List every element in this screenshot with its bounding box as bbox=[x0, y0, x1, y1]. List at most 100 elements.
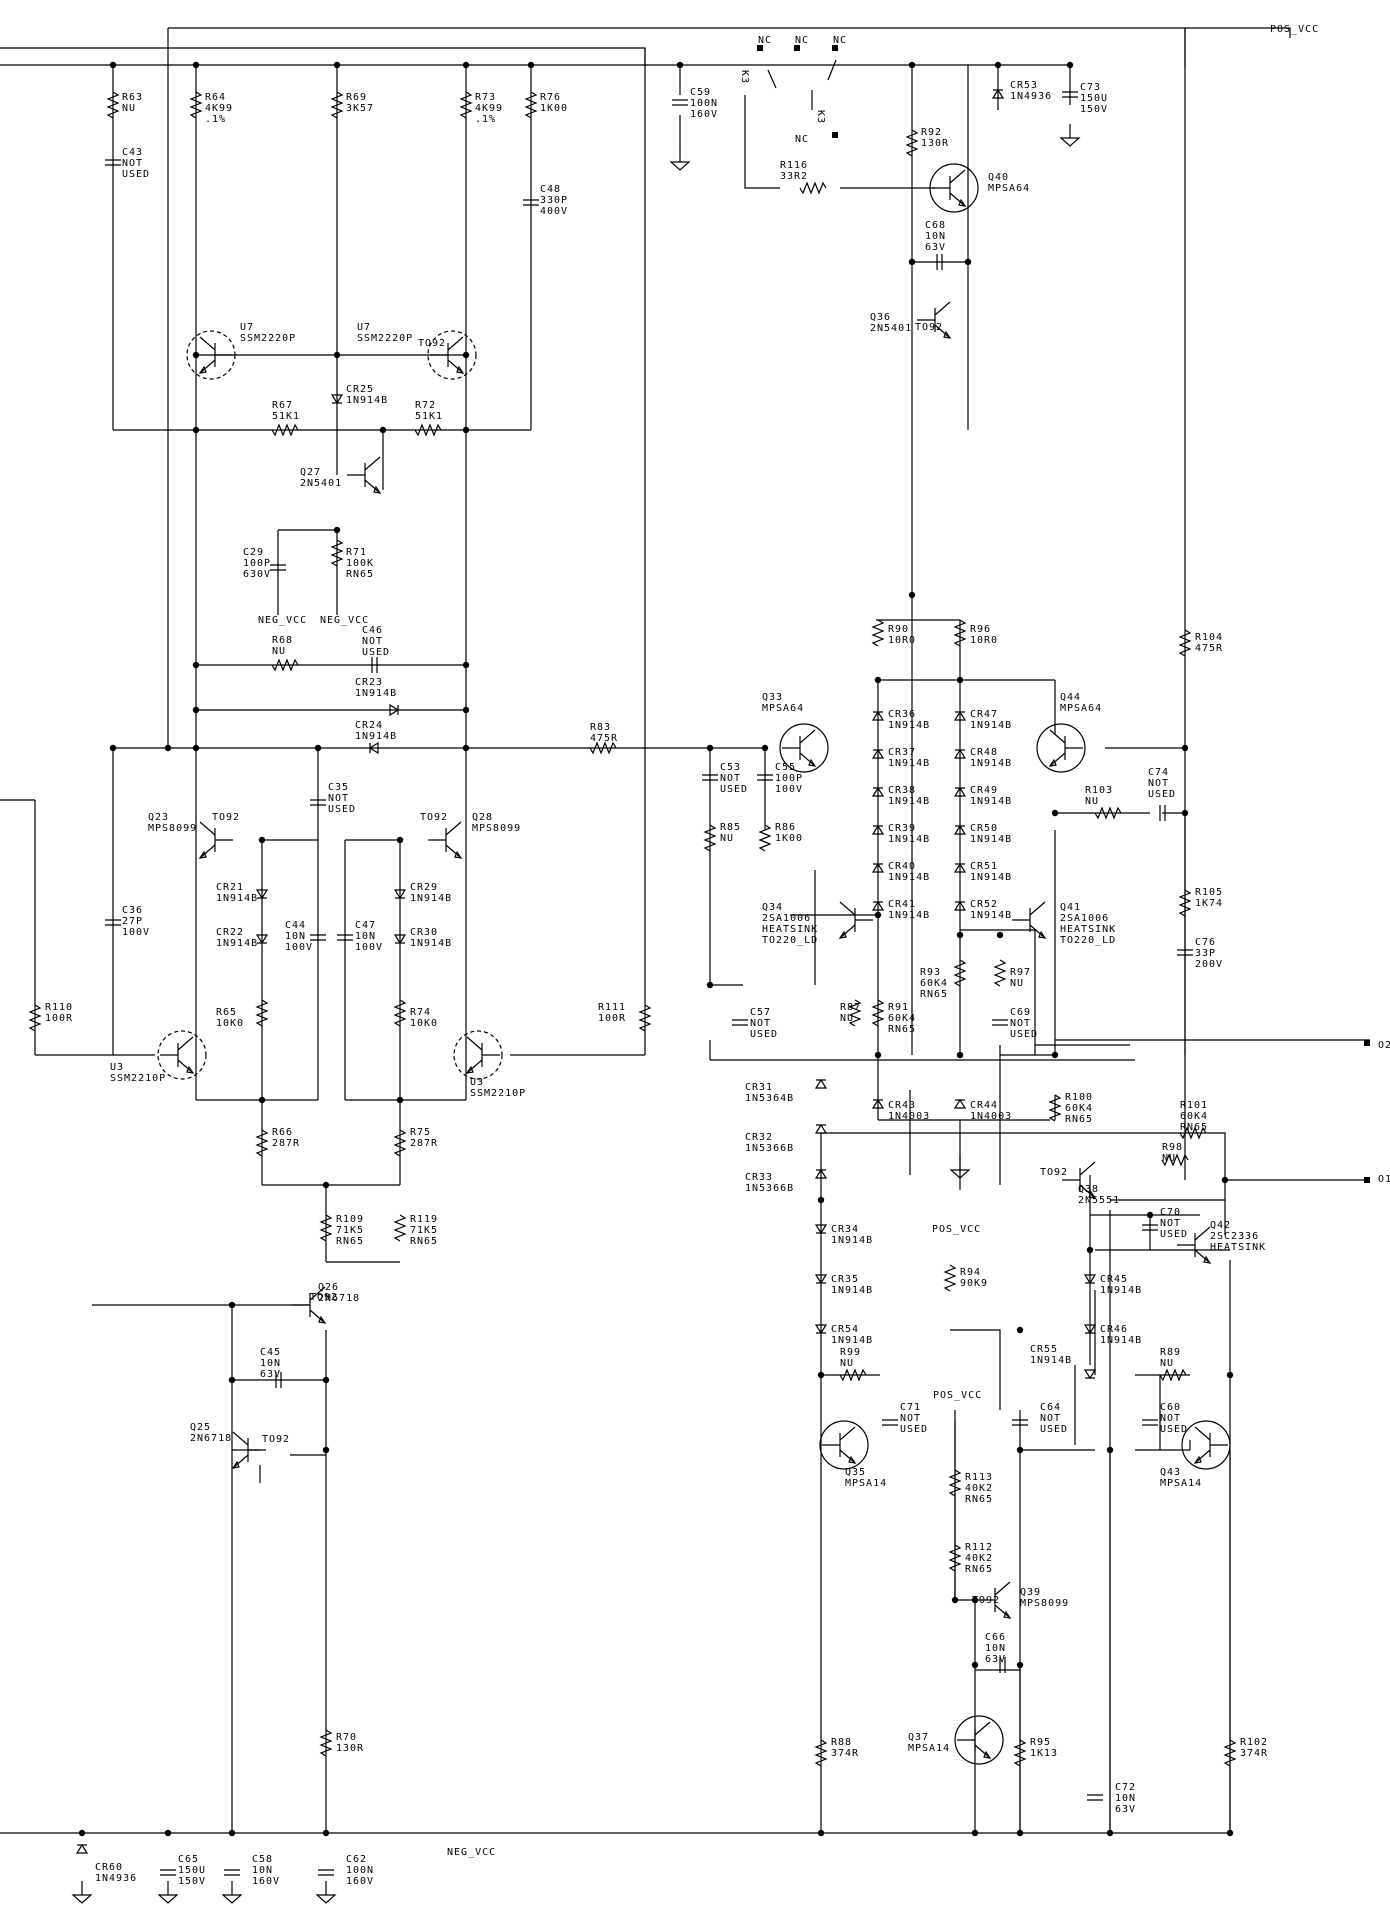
resistor-r63 bbox=[106, 91, 120, 119]
capacitor-c48 bbox=[523, 199, 539, 206]
resistor-r112 bbox=[948, 1544, 962, 1572]
capacitor-c71-text: NOT bbox=[900, 1413, 921, 1424]
junction-dot bbox=[164, 744, 172, 752]
diode-cr31-text: CR31 bbox=[745, 1082, 773, 1093]
junction-dot bbox=[379, 426, 387, 434]
diode-cr35-text: CR35 bbox=[831, 1274, 859, 1285]
resistor-r85 bbox=[703, 824, 717, 852]
transistor-u7b-text: U7 bbox=[357, 322, 371, 333]
diode-cr30-text: CR30 bbox=[410, 927, 438, 938]
capacitor-c73-text: 150V bbox=[1080, 104, 1108, 115]
diode-cr45 bbox=[1083, 1274, 1097, 1285]
diode-cr48-text: 1N914B bbox=[970, 758, 1012, 769]
ground-symbol bbox=[157, 1881, 179, 1904]
diode-cr44-text: 1N4003 bbox=[970, 1111, 1012, 1122]
junction-dot bbox=[1106, 1446, 1114, 1454]
resistor-r85-text: R85 bbox=[720, 822, 741, 833]
capacitor-c48-text: C48 bbox=[540, 184, 561, 195]
resistor-r90-text: R90 bbox=[888, 624, 909, 635]
transistor-q44-text: MPSA64 bbox=[1060, 703, 1102, 714]
junction-dot bbox=[706, 744, 714, 752]
transistor-q42-text: 2SC2336 bbox=[1210, 1231, 1259, 1242]
junction-dot bbox=[192, 351, 200, 359]
diode-cr50-text: 1N914B bbox=[970, 834, 1012, 845]
resistor-r85-text: NU bbox=[720, 833, 734, 844]
capacitor-c69-text: C69 bbox=[1010, 1007, 1031, 1018]
diode-cr32-text: 1N5366B bbox=[745, 1143, 794, 1154]
wires bbox=[0, 27, 1370, 1834]
nc-label-4: NC bbox=[795, 134, 809, 145]
transistor-q39-text: MPS8099 bbox=[1020, 1598, 1069, 1609]
resistor-r86 bbox=[758, 824, 772, 852]
capacitor-c29-text: 630V bbox=[243, 569, 271, 580]
junction-dot bbox=[258, 1096, 266, 1104]
transistor-q38 bbox=[1062, 1161, 1097, 1199]
junction-dot bbox=[956, 676, 964, 684]
resistor-r63-text: NU bbox=[122, 103, 136, 114]
capacitor-c71 bbox=[882, 1419, 898, 1426]
capacitor-c57-text: NOT bbox=[750, 1018, 771, 1029]
package-tag: TO92 bbox=[915, 322, 943, 333]
junction-dot bbox=[908, 591, 916, 599]
resistor-r83-text: R83 bbox=[590, 722, 611, 733]
package-tag: TO92 bbox=[972, 1595, 1000, 1606]
diode-cr43 bbox=[871, 1098, 885, 1109]
transistor-q27 bbox=[347, 456, 382, 494]
capacitor-c57-text: USED bbox=[750, 1029, 778, 1040]
resistor-r105-text: 1K74 bbox=[1195, 898, 1223, 909]
diode-cr43-text: 1N4003 bbox=[888, 1111, 930, 1122]
capacitor-c58 bbox=[224, 1869, 240, 1876]
relay-contact-pad bbox=[832, 45, 838, 51]
diode-cr37-text: CR37 bbox=[888, 747, 916, 758]
junction-dot bbox=[956, 931, 964, 939]
junction-dot bbox=[761, 744, 769, 752]
transistor-q42 bbox=[1177, 1226, 1212, 1264]
capacitor-c66-text: 10N bbox=[985, 1643, 1006, 1654]
capacitor-c29-text: C29 bbox=[243, 547, 264, 558]
diode-cr38-text: CR38 bbox=[888, 785, 916, 796]
resistor-r95-text: R95 bbox=[1030, 1737, 1051, 1748]
diode-cr30-text: 1N914B bbox=[410, 938, 452, 949]
resistor-r71 bbox=[330, 539, 344, 567]
transistor-q34-text: HEATSINK bbox=[762, 924, 818, 935]
capacitor-c64-text: USED bbox=[1040, 1424, 1068, 1435]
resistor-r74-text: 10K0 bbox=[410, 1018, 438, 1029]
resistor-r109-text: 71K5 bbox=[336, 1225, 364, 1236]
resistor-r95 bbox=[1013, 1739, 1027, 1767]
resistor-r64-text: 4K99 bbox=[205, 103, 233, 114]
capacitor-c43 bbox=[105, 159, 121, 166]
resistor-r88-text: R88 bbox=[831, 1737, 852, 1748]
capacitor-c76 bbox=[1177, 949, 1193, 956]
capacitor-c66-text: 63V bbox=[985, 1654, 1006, 1665]
capacitor-c45 bbox=[275, 1372, 282, 1388]
junction-dot bbox=[1051, 1051, 1059, 1059]
resistor-r65 bbox=[255, 999, 269, 1027]
junction-dot bbox=[322, 1829, 330, 1837]
capacitor-c59 bbox=[672, 99, 688, 106]
capacitor-c59-text: 100N bbox=[690, 98, 718, 109]
resistor-r119-text: RN65 bbox=[410, 1236, 438, 1247]
capacitor-c64-text: NOT bbox=[1040, 1413, 1061, 1424]
capacitor-c59-text: 160V bbox=[690, 109, 718, 120]
junction-dot bbox=[228, 1829, 236, 1837]
capacitor-c43-text: NOT bbox=[122, 158, 143, 169]
output-o2-label: O2 bbox=[1378, 1040, 1390, 1051]
transistor-u7b bbox=[427, 330, 477, 380]
capacitor-c45-text: 10N bbox=[260, 1358, 281, 1369]
relay-k3-contacts bbox=[744, 59, 837, 125]
diode-cr31-text: 1N5364B bbox=[745, 1093, 794, 1104]
output-o1-label: O1 bbox=[1378, 1174, 1390, 1185]
transistor-q42-text: HEATSINK bbox=[1210, 1242, 1266, 1253]
capacitor-c44-text: 10N bbox=[285, 931, 306, 942]
resistor-r83-text: 475R bbox=[590, 733, 618, 744]
junction-dot bbox=[1086, 1246, 1094, 1254]
resistor-r90-text: 10R0 bbox=[888, 635, 916, 646]
junction-dot bbox=[1226, 1371, 1234, 1379]
transistor-q39-text: Q39 bbox=[1020, 1587, 1041, 1598]
resistor-r71-text: R71 bbox=[346, 547, 367, 558]
resistor-r96-text: R96 bbox=[970, 624, 991, 635]
resistor-r93-text: RN65 bbox=[920, 989, 948, 1000]
resistor-r65-text: R65 bbox=[216, 1007, 237, 1018]
junction-dot bbox=[874, 911, 882, 919]
diode-cr43-text: CR43 bbox=[888, 1100, 916, 1111]
